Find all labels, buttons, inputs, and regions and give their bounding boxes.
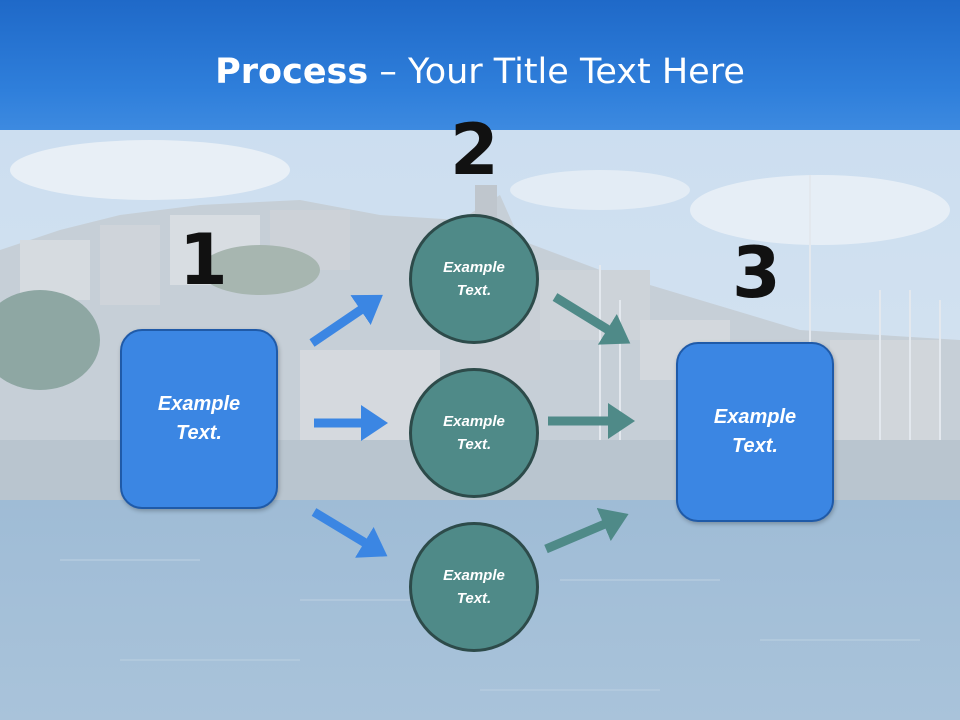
arrow-top-to-3 (552, 293, 631, 345)
circle-bottom-text: Example Text. (443, 567, 505, 607)
step-2-circle-middle: Example Text. (409, 368, 539, 498)
title-rest: – Your Title Text Here (368, 52, 745, 92)
step-number-3: 3 (732, 232, 781, 314)
arrow-1-to-bottom (311, 508, 388, 558)
arrow-1-to-top (309, 294, 383, 347)
step-1-box: Example Text. (120, 329, 278, 509)
slide-title: Process – Your Title Text Here (215, 52, 745, 92)
step-3-text: Example Text. (713, 406, 797, 457)
circle-middle-text: Example Text. (443, 413, 505, 453)
circle-top-text: Example Text. (443, 259, 505, 299)
step-number-2: 2 (450, 109, 499, 191)
step-number-1: 1 (179, 219, 228, 301)
step-2-circle-bottom: Example Text. (409, 522, 539, 652)
title-bold: Process (215, 52, 369, 92)
step-3-box: Example Text. (676, 342, 834, 522)
step-1-text: Example Text. (157, 393, 241, 444)
title-bar: Process – Your Title Text Here (0, 0, 960, 130)
arrow-bottom-to-3 (544, 507, 629, 554)
step-2-circle-top: Example Text. (409, 214, 539, 344)
